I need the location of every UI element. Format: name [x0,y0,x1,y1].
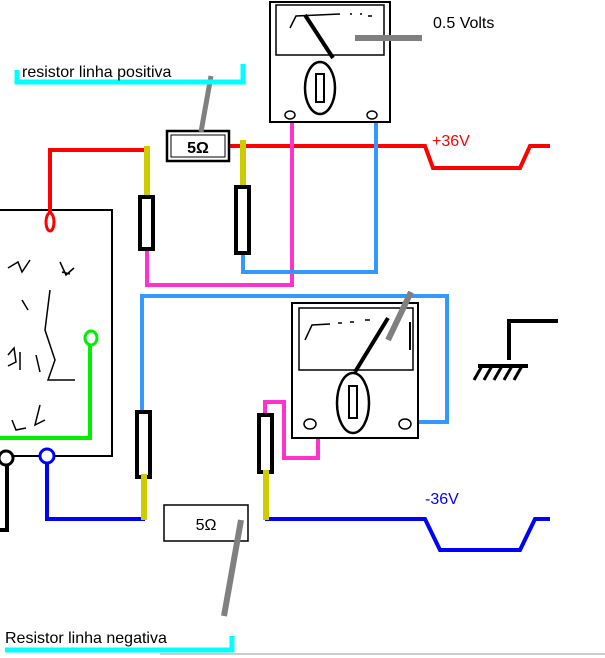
top-voltmeter [269,1,391,123]
green-wire [0,329,99,440]
positive-voltage-label: +36V [432,133,470,150]
bottom-meter-pointer [385,290,414,342]
resistor-positive-pointer [198,75,214,133]
terminal-bottom-left [135,410,152,520]
black-wire [0,449,15,532]
bottom-meter-probe-wires [140,294,449,460]
resistor-positive-symbol: 5Ω [187,140,209,157]
resistor-negative: 5Ω [163,504,249,542]
negative-line [38,447,550,552]
positive-line [44,144,550,233]
bottom-meter-needle [353,316,390,374]
label-highlights [5,64,605,655]
ground-icon [472,319,558,381]
top-meter-needle [303,13,335,60]
terminal-top-left [138,146,155,251]
resistor-positive-label: resistor linha positiva [22,64,172,81]
top-meter-probe-wires [145,115,378,287]
resistor-negative-symbol: 5Ω [196,517,217,534]
resistor-negative-label: Resistor linha negativa [5,630,167,647]
negative-voltage-label: -36V [425,491,459,508]
terminal-bottom-right [257,413,274,520]
resistor-negative-pointer [221,519,244,617]
resistor-positive: 5Ω [165,129,231,163]
meter-reading-label: 0.5 Volts [433,15,494,32]
terminal-top-right [234,140,251,255]
annotation-pointers [198,35,422,617]
